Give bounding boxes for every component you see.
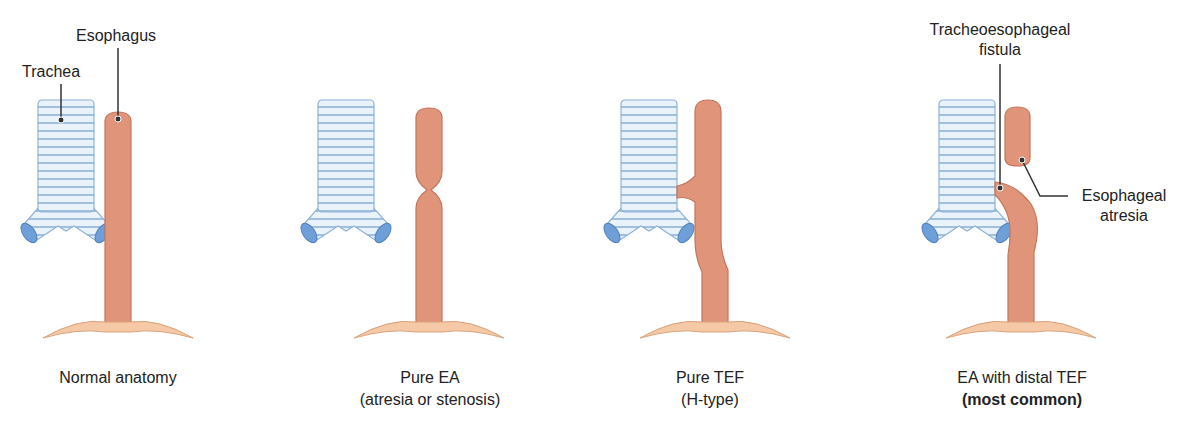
diaphragm: [946, 321, 1096, 338]
leader-line: [1022, 160, 1068, 196]
distal-fistula: [995, 182, 1037, 330]
panel-subcaption: (H-type): [600, 390, 820, 410]
panel-caption: EA with distal TEF: [912, 368, 1132, 388]
panel-caption: Pure TEF: [600, 368, 820, 388]
panel-subcaption: (most common): [912, 390, 1132, 410]
panel-caption: Normal anatomy: [8, 368, 228, 388]
part-label: Esophageal atresia: [1072, 186, 1176, 226]
trachea: [601, 100, 697, 245]
panel-caption: Pure EA: [320, 368, 540, 388]
diaphragm: [43, 321, 193, 338]
part-label: Trachea: [22, 62, 112, 82]
upper-esophageal-pouch: [1005, 107, 1030, 166]
diaphragm: [640, 321, 790, 338]
esophagus-stenosis: [416, 108, 442, 330]
leader-line: [60, 84, 62, 120]
leader-dot: [1019, 157, 1025, 163]
trachea: [919, 100, 1015, 245]
panel-subcaption: (atresia or stenosis): [320, 390, 540, 410]
leader-line: [999, 64, 1001, 188]
trachea: [298, 100, 394, 245]
leader-dot: [115, 116, 121, 122]
esophagus: [105, 112, 131, 330]
h-type-fistula: [677, 100, 728, 330]
part-label: Tracheoesophageal fistula: [915, 20, 1085, 60]
leader-line: [117, 48, 119, 118]
leader-dot: [58, 117, 64, 123]
part-label: Esophagus: [76, 26, 176, 46]
leader-dot: [997, 185, 1003, 191]
diaphragm: [354, 321, 504, 338]
trachea: [18, 100, 114, 245]
